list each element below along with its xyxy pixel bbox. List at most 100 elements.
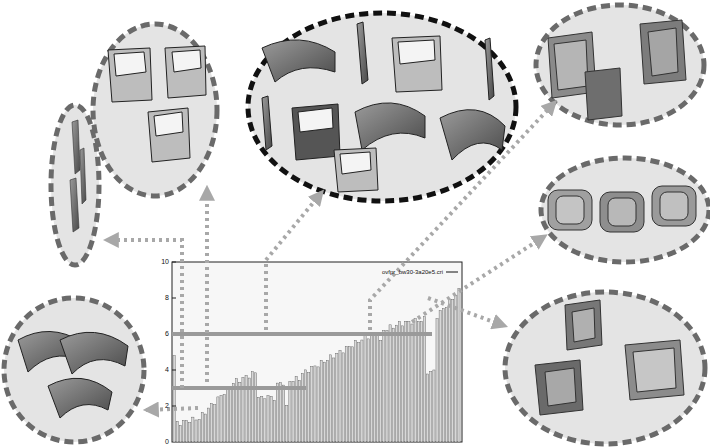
- cluster-ellipse: [541, 158, 709, 262]
- bar: [361, 340, 363, 442]
- bar: [279, 383, 281, 442]
- legend-sample-line: [446, 272, 458, 273]
- bar: [292, 381, 294, 442]
- bar: [301, 373, 303, 442]
- bar: [258, 397, 260, 442]
- bar: [330, 355, 332, 442]
- cluster-ellipse: [248, 13, 516, 201]
- bar: [373, 333, 375, 442]
- bar: [308, 373, 310, 442]
- bar: [439, 311, 441, 442]
- bar: [186, 421, 188, 442]
- bar: [179, 425, 181, 442]
- bar: [229, 387, 231, 442]
- cluster-ellipse: [536, 5, 704, 125]
- bar: [289, 382, 291, 442]
- bar: [364, 335, 366, 442]
- bar: [217, 397, 219, 442]
- axis-tick-label: 6: [165, 330, 169, 337]
- cluster-ellipses: [4, 5, 709, 444]
- bar: [283, 385, 285, 442]
- bar: [323, 362, 325, 442]
- door-parts: [108, 46, 206, 162]
- block-parts: [535, 300, 684, 415]
- bar: [383, 330, 385, 442]
- bar: [345, 346, 347, 442]
- bar: [192, 417, 194, 442]
- bar: [430, 372, 432, 442]
- bar: [314, 366, 316, 442]
- bar: [245, 376, 247, 442]
- bar: [339, 350, 341, 442]
- bar: [411, 324, 413, 442]
- bar: [389, 325, 391, 442]
- bar: [220, 395, 222, 442]
- bar: [261, 396, 263, 442]
- bar: [304, 370, 306, 442]
- bar: [270, 396, 272, 442]
- bar: [358, 343, 360, 442]
- axis-tick-label: 4: [165, 366, 169, 373]
- bar: [251, 372, 253, 442]
- bar-series: [173, 288, 460, 442]
- bar: [376, 335, 378, 442]
- bar: [211, 404, 213, 442]
- bar: [436, 319, 438, 442]
- bar: [264, 399, 266, 442]
- bar: [342, 353, 344, 442]
- axis-tick-label: 8: [165, 294, 169, 301]
- bar: [420, 321, 422, 442]
- bar: [207, 408, 209, 442]
- threshold-lines: [172, 334, 432, 388]
- bar: [201, 412, 203, 442]
- fender-parts: [18, 331, 128, 418]
- bar: [370, 334, 372, 442]
- cluster-ellipse: [93, 24, 217, 196]
- cushion-parts: [548, 186, 696, 232]
- bar: [254, 373, 256, 442]
- bar: [214, 405, 216, 442]
- bar: [414, 319, 416, 442]
- bar: [398, 322, 400, 442]
- bar: [392, 328, 394, 442]
- bar: [286, 405, 288, 442]
- bar: [232, 383, 234, 442]
- bar: [402, 326, 404, 442]
- bar: [455, 295, 457, 442]
- mixed-parts: [262, 22, 505, 192]
- bar: [195, 420, 197, 442]
- bar: [320, 360, 322, 442]
- bar: [395, 325, 397, 442]
- bar: [226, 386, 228, 442]
- bar: [417, 321, 419, 442]
- bar: [173, 356, 175, 442]
- bar: [458, 288, 460, 442]
- strip-parts: [70, 120, 86, 232]
- bar: [386, 330, 388, 442]
- bar: [182, 420, 184, 442]
- bar: [311, 367, 313, 442]
- legend-text: ovfpr_bw30-3a20e5.cri: [382, 269, 443, 275]
- bar: [189, 423, 191, 442]
- bar: [317, 367, 319, 442]
- bar: [198, 419, 200, 442]
- bar: [333, 358, 335, 442]
- chart-frame: [172, 262, 462, 442]
- cluster-ellipse: [505, 292, 705, 444]
- bar: [351, 347, 353, 442]
- bar: [267, 396, 269, 442]
- leader-arrows: [106, 102, 555, 410]
- cluster-ellipse: [51, 105, 99, 265]
- bar: [273, 400, 275, 442]
- bar: [433, 370, 435, 442]
- axis-tick-label: 10: [161, 258, 169, 265]
- bar: [176, 421, 178, 442]
- bar: [336, 353, 338, 442]
- bar: [276, 383, 278, 442]
- bar: [445, 307, 447, 442]
- axis-tick-label: 2: [165, 402, 169, 409]
- bar: [348, 347, 350, 442]
- bar: [239, 382, 241, 442]
